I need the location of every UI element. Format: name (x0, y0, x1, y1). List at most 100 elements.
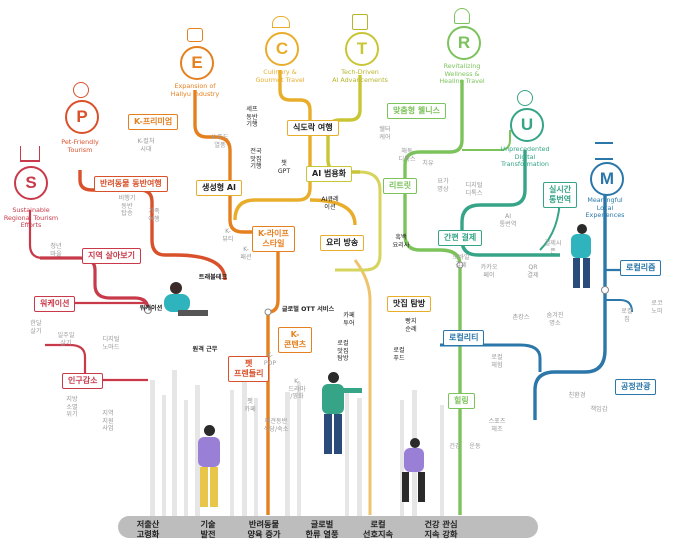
sub-black-white: 흑백 요리사 (392, 234, 410, 249)
cause-hallyu: 글로벌 한류 열풍 (305, 519, 339, 539)
sub-hidden-spot: 숨겨진 명소 (546, 312, 564, 327)
sub-digital-nomad: 디지털 노마드 (102, 336, 120, 351)
station-live-local[interactable]: 지역 살아보기 (82, 248, 141, 264)
trend-p-caption: Pet-Friendly Tourism (61, 138, 99, 154)
sub-k-fashion: K- 패션 (240, 246, 252, 261)
station-easy-pay[interactable]: 간편 결제 (438, 230, 483, 246)
temple-icon (20, 146, 40, 162)
person-phone (565, 224, 601, 290)
sub-eco: 친환경 (568, 392, 586, 399)
station-realtime-tr[interactable]: 실시간 통번역 (543, 182, 578, 208)
trend-e-circle[interactable]: E (180, 46, 214, 80)
robot-icon (352, 14, 368, 30)
station-pet-friendly[interactable]: 펫 프렌들리 (228, 356, 270, 382)
label-remote-work: 원격 근무 (192, 346, 218, 353)
sub-healthy-life: 운동 (469, 443, 481, 450)
station-gen-ai[interactable]: 생성형 AI (196, 180, 243, 196)
sub-mobile-pay: 모바일 결제 (452, 254, 470, 269)
sub-k-drama: K- 드라마 /영화 (288, 378, 306, 401)
sub-k-culture: K-컬처 시대 (137, 138, 155, 153)
trend-t-circle[interactable]: T (345, 32, 379, 66)
sub-workation-stay: 일주일 살기 (57, 332, 75, 347)
sub-local-support: 지역 지원 사업 (102, 410, 114, 433)
sub-chat-gpt: 챗 GPT (277, 160, 291, 175)
person-running (398, 438, 440, 508)
sub-family: 가족 여행 (148, 208, 160, 223)
person-walking-luggage (190, 425, 230, 515)
cause-local: 로컬 선호지속 (362, 519, 394, 539)
sub-local-exp: 로컬 체험 (491, 354, 503, 369)
sub-qr-pay: QR 결제 (527, 264, 539, 279)
trend-s-circle[interactable]: S (14, 166, 48, 200)
sub-local-house: 로컬 집 (621, 308, 633, 323)
sub-k-pop: K- POP (263, 352, 277, 367)
sub-local-food2: 로컬 푸드 (393, 347, 405, 362)
sub-yoga: 요가 명상 (437, 178, 449, 193)
sub-ai-interpret: AI 통번역 (499, 213, 517, 228)
sub-stay-healing: 건강 (449, 443, 461, 450)
trend-t-caption: Tech-Driven AI Advancements (332, 68, 388, 84)
sub-cashless: 결제시 픈 (544, 240, 562, 255)
trend-u-circle[interactable]: U (510, 108, 544, 142)
station-k-premium[interactable]: K-프리미엄 (128, 114, 179, 130)
station-ai-concierge[interactable]: AI 범용화 (306, 166, 353, 182)
station-fair-tour[interactable]: 공정관광 (615, 379, 657, 395)
station-healthy-wellness[interactable]: 맞춤형 웰니스 (387, 103, 446, 119)
sub-one-month: 한달 살기 (30, 320, 42, 335)
station-matjip[interactable]: 맛집 탐방 (387, 296, 432, 312)
station-healing[interactable]: 힐링 (448, 393, 475, 409)
station-pet-travel[interactable]: 반려동물 동반여행 (94, 176, 168, 192)
person-pointing (318, 372, 364, 458)
trend-m-caption: Meaningful Local Experiences (585, 196, 625, 220)
cause-pet-increase: 반려동물 양육 증가 (247, 519, 281, 539)
station-localrity[interactable]: 로컬리티 (443, 330, 485, 346)
sub-local-gourmet: 전국 맛집 기행 (250, 148, 262, 171)
station-workation[interactable]: 워케이션 (34, 296, 76, 312)
sub-youth: 청년 마을 (50, 243, 62, 258)
station-retreat[interactable]: 리트릿 (383, 178, 418, 194)
person-sitting-laptop (158, 282, 208, 320)
cause-health: 건강 관심 지속 강화 (424, 519, 458, 539)
megaphone-icon (187, 28, 203, 42)
sub-pet-service: 애견동반 식당/숙소 (263, 418, 289, 433)
lotus-icon (454, 8, 470, 24)
station-k-life[interactable]: K-라이프 스타일 (252, 226, 295, 252)
sub-digital-detox: 디지털 디톡스 (465, 182, 483, 197)
globe-icon (517, 90, 533, 106)
sub-local-extinct: 지방 소멸 위기 (66, 396, 78, 419)
sub-ai-curation: AI큐레 이션 (321, 196, 339, 211)
sub-shelter: 쉘터 케어 (379, 126, 391, 141)
cloche-icon (272, 16, 290, 28)
sub-responsibility: 책임감 (590, 406, 608, 413)
sub-pet-cafe: 펫 카페 (244, 398, 256, 413)
station-localism[interactable]: 로컬리즘 (620, 260, 662, 276)
cause-tech: 기술 발전 (200, 519, 216, 539)
dog-icon (73, 82, 89, 98)
label-global-ott: 글로벌 OTT 서비스 (281, 306, 335, 313)
label-workcation-lab: 워케이션 (139, 305, 163, 312)
sub-cafe-tour: 카페 투어 (343, 312, 355, 327)
trend-r-caption: Revitalizing Wellness & Healing Travel (439, 62, 485, 86)
sub-k-food: K-푸드 열풍 (211, 134, 229, 149)
station-food-travel[interactable]: 식도락 여행 (287, 120, 339, 136)
sub-detox: 해독 디톡스 (398, 148, 416, 163)
trend-r-circle[interactable]: R (447, 26, 481, 60)
sub-sports: 스포츠 체조 (488, 418, 506, 433)
trend-s-caption: Sustainable Regional Tourism Efforts (3, 206, 59, 230)
sub-local-food: 로컬 맛집 탐방 (337, 340, 349, 363)
sub-local-nomad: 로코 노미 (651, 300, 663, 315)
sub-non-face: 비행기 동반 탑승 (118, 195, 136, 218)
trend-m-circle[interactable]: M (590, 162, 624, 196)
station-cooking-show[interactable]: 요리 방송 (320, 235, 365, 251)
trend-c-circle[interactable]: C (265, 32, 299, 66)
station-k-contents[interactable]: K- 콘텐츠 (278, 327, 313, 353)
sub-pilgrimage: 빵지 순례 (405, 318, 417, 333)
sub-therapy: 치유 (422, 160, 434, 167)
trend-p-circle[interactable]: P (65, 100, 99, 134)
label-travel-tech: 트래블테크 (198, 274, 228, 281)
hanok-icon (595, 142, 613, 160)
station-population[interactable]: 인구감소 (62, 373, 104, 389)
trend-e-caption: Expansion of Hallyu Industry (170, 82, 220, 98)
cause-low-birth: 저출산 고령화 (136, 519, 160, 539)
